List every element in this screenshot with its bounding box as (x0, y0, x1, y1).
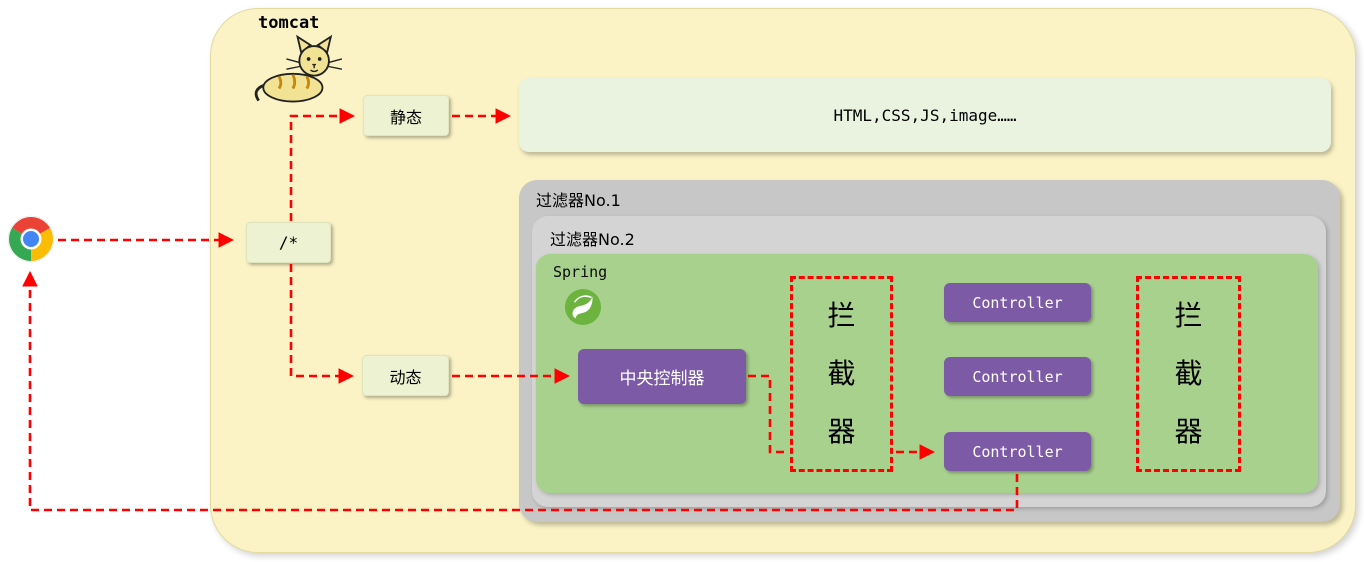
tomcat-cat-icon (250, 34, 345, 108)
dispatcher-label: 中央控制器 (619, 369, 705, 389)
controller-box-3: Controller (944, 432, 1091, 471)
route-label: /* (278, 233, 299, 252)
dispatcher-box: 中央控制器 (578, 349, 746, 404)
static-resources-box: HTML,CSS,JS,image…… (519, 78, 1331, 152)
static-box: 静态 (363, 95, 449, 136)
filter1-label: 过滤器No.1 (536, 191, 621, 210)
spring-leaf-icon (564, 288, 602, 326)
filter2-label: 过滤器No.2 (550, 230, 635, 249)
interceptor-left-label: 拦截器 (827, 299, 856, 448)
spring-label: Spring (553, 263, 608, 281)
controller-box-2: Controller (944, 357, 1091, 396)
controller-box-1: Controller (944, 283, 1091, 322)
dynamic-box: 动态 (362, 355, 449, 396)
interceptor-right-label: 拦截器 (1174, 299, 1203, 448)
controller-label: Controller (972, 442, 1063, 461)
route-box: /* (246, 222, 331, 263)
interceptor-left-box: 拦截器 (790, 276, 893, 472)
controller-label: Controller (972, 367, 1063, 386)
static-resources-label: HTML,CSS,JS,image…… (833, 105, 1017, 125)
dynamic-label: 动态 (389, 367, 422, 387)
interceptor-right-box: 拦截器 (1136, 276, 1241, 472)
chrome-browser-icon (7, 215, 55, 263)
tomcat-title: tomcat (258, 13, 320, 33)
controller-label: Controller (972, 293, 1063, 312)
static-label: 静态 (389, 107, 422, 127)
